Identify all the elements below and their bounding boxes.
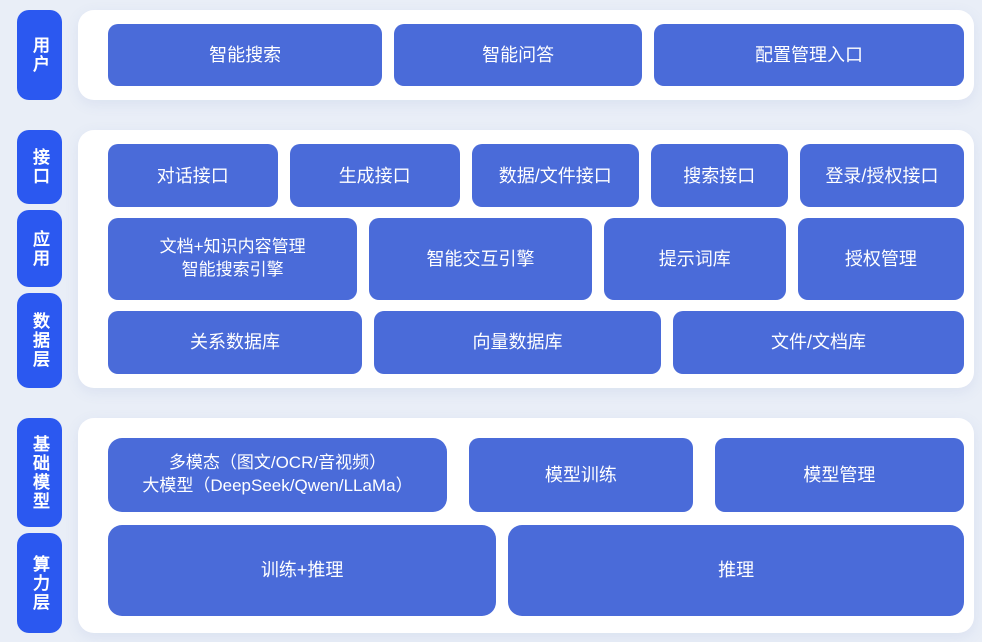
section-foundation-compute: 基础模型 算力层 多模态（图文/OCR/音视频） 大模型（DeepSeek/Qw… [17,418,974,633]
data-layer-row: 关系数据库 向量数据库 文件/文档库 [108,310,964,374]
mid-layer-panel: 对话接口 生成接口 数据/文件接口 搜索接口 登录/授权接口 文档+知识内容管理… [78,130,974,388]
low-layer-labels: 基础模型 算力层 [17,418,62,633]
label-application: 应用 [17,209,62,288]
box-login-auth-api: 登录/授权接口 [799,144,964,208]
box-smart-interaction-engine: 智能交互引擎 [369,218,592,300]
box-model-training: 模型训练 [468,438,693,512]
box-multimodal-llm: 多模态（图文/OCR/音视频） 大模型（DeepSeek/Qwen/LLaMa） [108,438,447,512]
box-data-file-api: 数据/文件接口 [471,144,639,208]
box-vector-db: 向量数据库 [373,310,662,374]
box-model-management: 模型管理 [714,438,964,512]
label-foundation-model: 基础模型 [17,418,62,528]
section-interface-application-data: 接口 应用 数据层 对话接口 生成接口 数据/文件接口 搜索接口 登录/授权接口… [17,130,974,388]
box-search-api: 搜索接口 [650,144,788,208]
box-inference: 推理 [508,524,964,616]
box-auth-management: 授权管理 [797,218,964,300]
box-relational-db: 关系数据库 [108,310,362,374]
box-file-doc-store: 文件/文档库 [673,310,964,374]
box-prompt-library: 提示词库 [603,218,786,300]
box-generation-api: 生成接口 [289,144,460,208]
box-smart-qa: 智能问答 [394,24,642,86]
compute-layer-row: 训练+推理 推理 [108,524,964,616]
interface-row: 对话接口 生成接口 数据/文件接口 搜索接口 登录/授权接口 [108,144,964,208]
box-training-inference: 训练+推理 [108,524,497,616]
foundation-model-row: 多模态（图文/OCR/音视频） 大模型（DeepSeek/Qwen/LLaMa）… [108,438,964,512]
box-dialog-api: 对话接口 [108,144,278,208]
low-layer-panel: 多模态（图文/OCR/音视频） 大模型（DeepSeek/Qwen/LLaMa）… [78,418,974,633]
user-layer-panel: 智能搜索 智能问答 配置管理入口 [78,10,974,100]
user-layer-labels: 用户 [17,10,62,100]
label-interface: 接口 [17,130,62,204]
label-compute-layer: 算力层 [17,533,62,633]
section-user-layer: 用户 智能搜索 智能问答 配置管理入口 [17,10,974,100]
box-smart-search: 智能搜索 [108,24,383,86]
label-user: 用户 [17,10,62,100]
box-doc-knowledge-search-engine: 文档+知识内容管理 智能搜索引擎 [108,218,358,300]
application-row: 文档+知识内容管理 智能搜索引擎 智能交互引擎 提示词库 授权管理 [108,218,964,300]
box-config-management-entry: 配置管理入口 [654,24,964,86]
label-data-layer: 数据层 [17,293,62,388]
user-layer-row: 智能搜索 智能问答 配置管理入口 [108,24,964,86]
mid-layer-labels: 接口 应用 数据层 [17,130,62,388]
